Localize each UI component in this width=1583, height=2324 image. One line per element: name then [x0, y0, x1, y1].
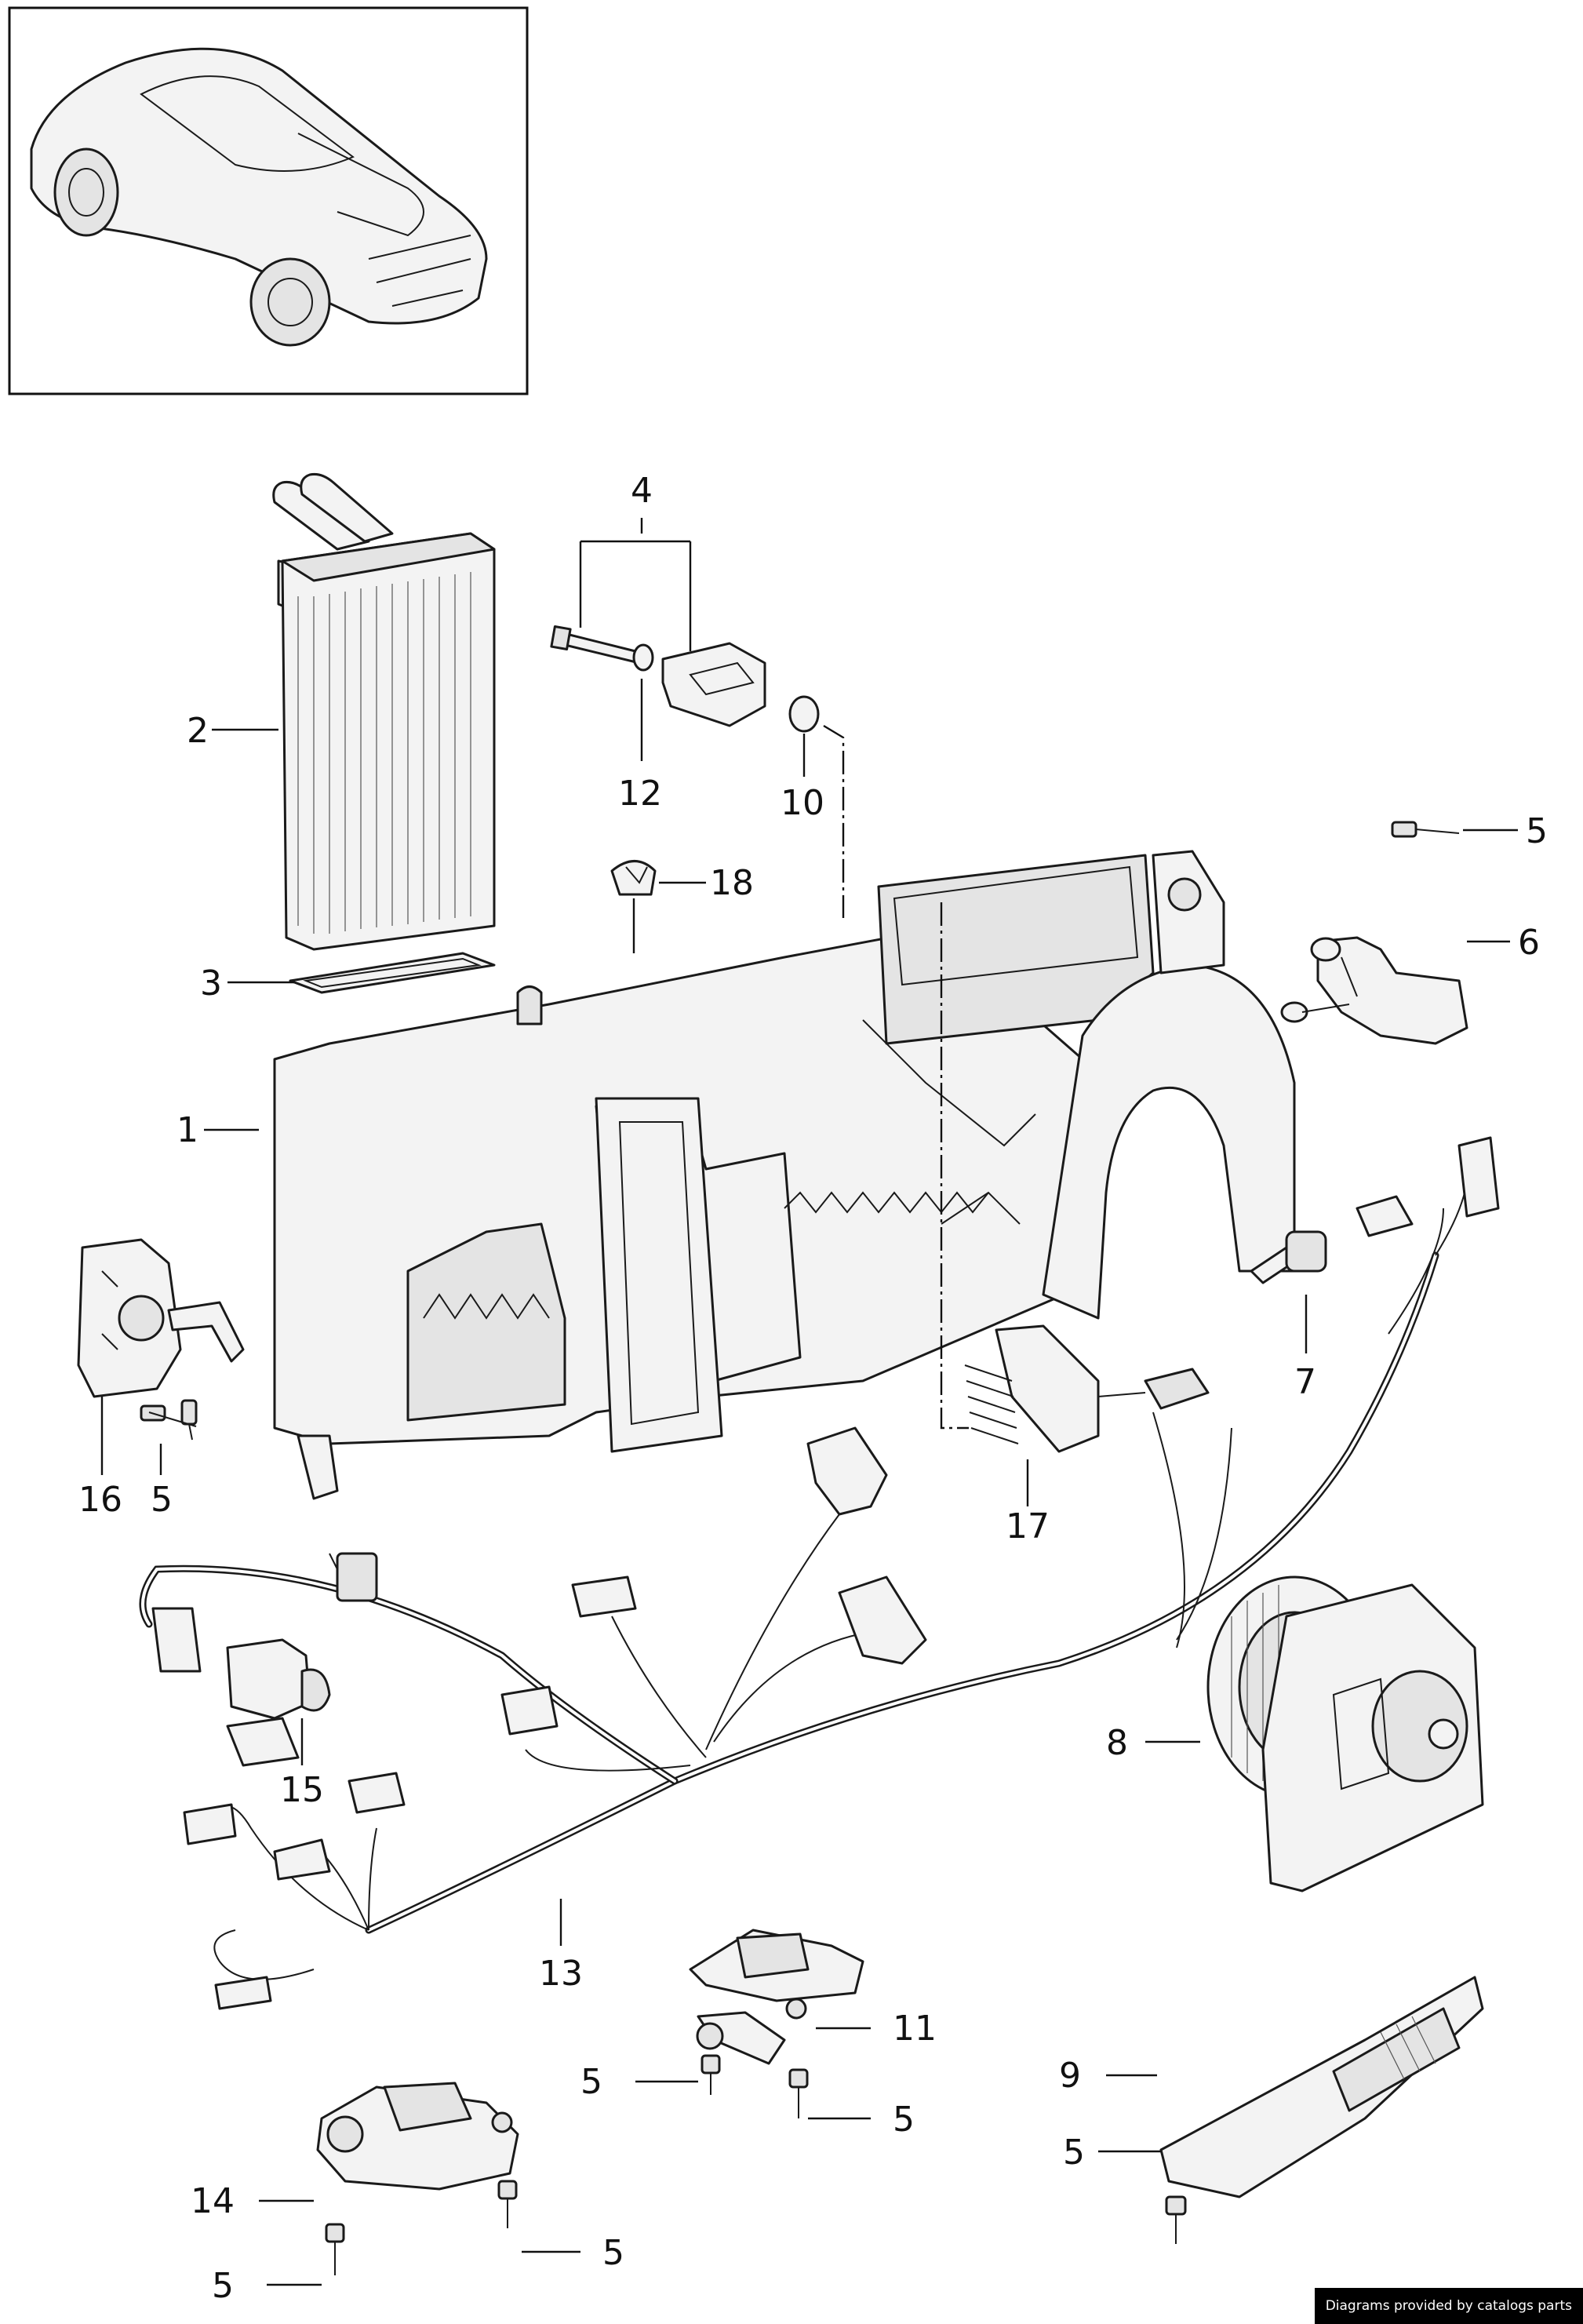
vehicle-thumbnail: [8, 6, 529, 395]
callout-11: 11: [893, 2009, 937, 2049]
bracket-actuator: [689, 1929, 864, 2065]
flap-motor: [77, 1238, 245, 1398]
callout-6: 6: [1518, 923, 1540, 963]
callout-5-mid-right: 5: [893, 2100, 915, 2140]
cover-plate: [1159, 1976, 1484, 2198]
callout-8: 8: [1106, 1723, 1128, 1763]
credit-badge: Diagrams provided by catalogs parts: [1314, 2288, 1583, 2324]
actuator-lower: [316, 2082, 519, 2191]
leader-lines: [100, 518, 1518, 2286]
sensor-assembly: [550, 625, 820, 733]
callout-5-left: 5: [151, 1480, 173, 1520]
clip: [610, 860, 657, 896]
blower-motor: [1206, 1575, 1484, 1892]
callout-7: 7: [1294, 1362, 1316, 1402]
callout-16: 16: [78, 1480, 122, 1520]
callout-5-top: 5: [1526, 811, 1548, 851]
actuator-motor: [1280, 936, 1468, 1045]
callout-18: 18: [710, 863, 754, 903]
temperature-sensor: [1250, 1230, 1327, 1284]
callout-13: 13: [539, 1954, 583, 1994]
screws: [140, 821, 1460, 2275]
housing-assembly: [273, 850, 1296, 1500]
callout-5-bottom-left: 5: [212, 2266, 234, 2306]
callout-1: 1: [176, 1110, 198, 1150]
callout-3: 3: [200, 963, 222, 1004]
callout-10: 10: [781, 783, 824, 823]
gasket: [289, 952, 496, 994]
callout-14: 14: [191, 2181, 235, 2221]
callout-9: 9: [1059, 2056, 1081, 2096]
callout-5-mid-left: 5: [580, 2062, 602, 2102]
callout-5-cover: 5: [1063, 2133, 1085, 2173]
callout-4: 4: [631, 471, 653, 511]
callout-5-bottom-right: 5: [602, 2233, 624, 2273]
callout-15: 15: [280, 1770, 324, 1810]
callout-12: 12: [618, 774, 662, 814]
switch-connector: [226, 1638, 331, 1720]
callout-2: 2: [187, 711, 209, 751]
resistor-pack: [964, 1324, 1210, 1453]
heater-core: [272, 473, 496, 951]
callout-labels: 1 2 3 4 5 6 18 12 10 7 16 5 17 15 8 13 1…: [78, 471, 1548, 2306]
callout-17: 17: [1006, 1506, 1050, 1546]
wiring-harness: [139, 1136, 1500, 2010]
